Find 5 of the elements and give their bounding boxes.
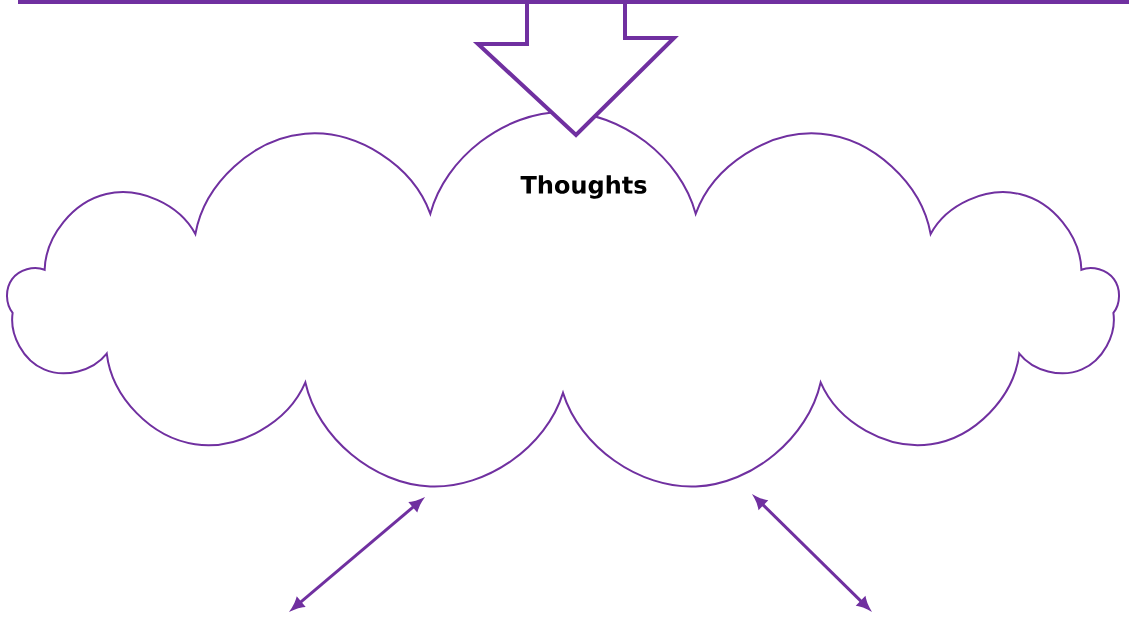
box [18, 0, 1129, 4]
double-arrow [754, 496, 870, 610]
double-arrow [291, 498, 423, 611]
thought-cloud: Thoughts [6, 111, 1121, 488]
block-arrow [472, 2, 679, 138]
